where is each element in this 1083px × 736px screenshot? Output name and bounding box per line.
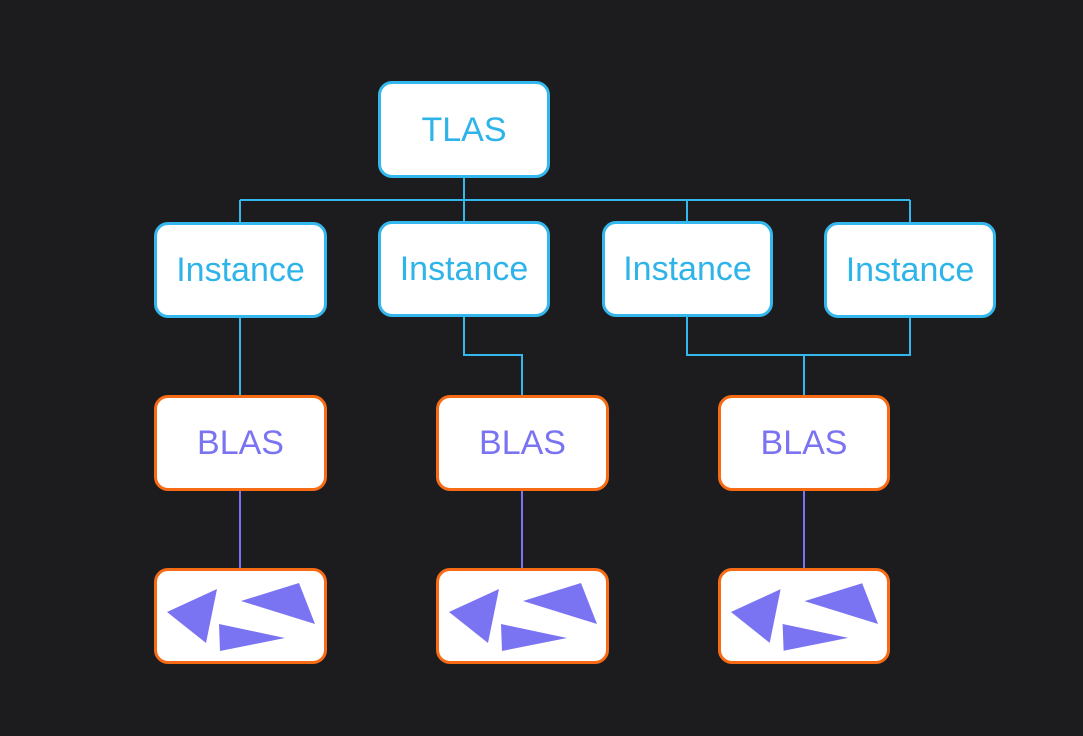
instance-node-2: Instance	[378, 221, 550, 317]
geometry-node-1	[154, 568, 327, 664]
connector-instances-3-4-blas-3	[686, 316, 911, 395]
instance-label: Instance	[845, 251, 975, 289]
geometry-node-2	[436, 568, 609, 664]
instance-label: Instance	[176, 251, 305, 289]
blas-label: BLAS	[479, 424, 566, 462]
blas-label: BLAS	[760, 424, 848, 462]
connector-tlas-bus	[240, 178, 910, 201]
blas-node-1: BLAS	[154, 395, 327, 491]
instance-node-3: Instance	[602, 221, 773, 317]
blas-node-3: BLAS	[718, 395, 890, 491]
instance-node-1: Instance	[154, 222, 327, 318]
instance-label: Instance	[623, 250, 752, 288]
connector-instance-2-blas-2	[463, 316, 523, 395]
tlas-node: TLAS	[378, 81, 550, 178]
geometry-node-3	[718, 568, 890, 664]
triangles-icon	[730, 583, 879, 651]
instance-node-4: Instance	[824, 222, 996, 318]
blas-node-2: BLAS	[436, 395, 609, 491]
blas-label: BLAS	[197, 424, 284, 462]
instance-label: Instance	[399, 250, 529, 288]
tlas-label: TLAS	[421, 110, 507, 149]
triangles-icon	[449, 583, 597, 651]
triangles-icon	[167, 583, 315, 651]
